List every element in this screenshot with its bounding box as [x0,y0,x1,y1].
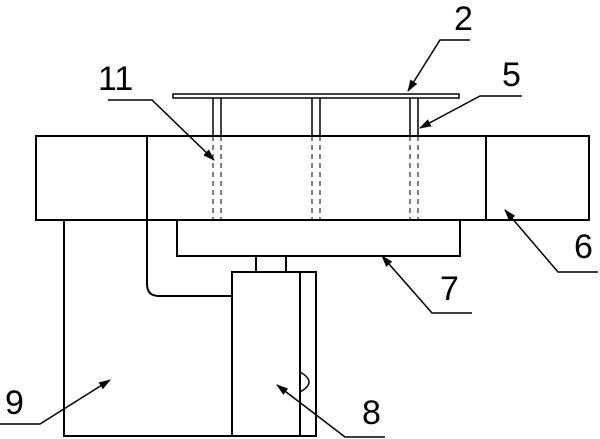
label-9: 9 [5,384,24,422]
label-5: 5 [502,56,521,94]
support-posts-5 [212,98,419,136]
leader-lines [0,39,598,438]
leader-9 [0,379,111,425]
top-plate-2 [172,93,460,99]
leader-6 [504,209,598,273]
label-2: 2 [454,0,473,38]
hidden-passages-11 [212,136,419,220]
label-11: 11 [98,60,133,98]
leader-11 [108,99,215,161]
lower-box-7 [176,220,461,257]
label-7: 7 [440,270,459,308]
leader-7 [381,255,472,314]
leader-2 [407,39,470,92]
label-8: 8 [362,394,381,432]
leader-5 [419,95,522,129]
label-6: 6 [574,228,593,266]
housing-9 [63,220,236,437]
motor-unit-8 [231,255,317,437]
leader-8 [276,384,385,438]
